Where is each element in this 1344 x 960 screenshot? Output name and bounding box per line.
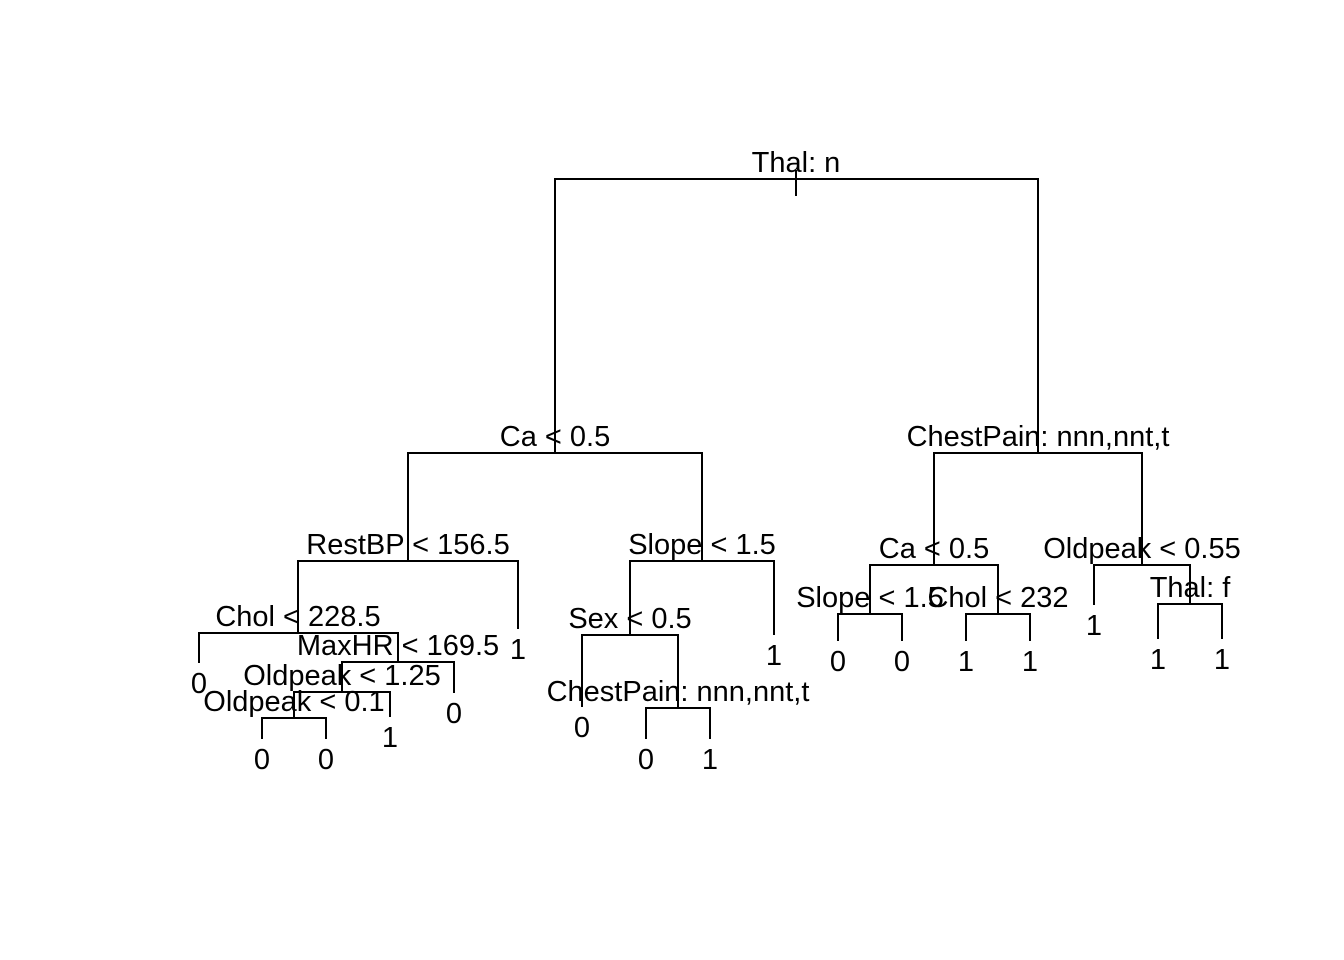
split-label: Chol < 232: [927, 582, 1068, 614]
split-label: Sex < 0.5: [568, 603, 691, 635]
leaf-label: 1: [1086, 610, 1102, 642]
split-label: ChestPain: nnn,nnt,t: [547, 676, 810, 708]
leaf-label: 0: [318, 744, 334, 776]
leaf-label: 0: [191, 668, 207, 700]
split-label: Slope < 1.5: [628, 529, 776, 561]
split-label: Oldpeak < 0.1: [203, 686, 384, 718]
leaf-label: 1: [958, 646, 974, 678]
leaf-label: 1: [766, 640, 782, 672]
tree-edges: [198, 170, 1223, 739]
split-label: ChestPain: nnn,nnt,t: [907, 421, 1170, 453]
leaf-label: 1: [702, 744, 718, 776]
leaf-label: 1: [1214, 644, 1230, 676]
leaf-label: 1: [382, 722, 398, 754]
leaf-label: 1: [510, 634, 526, 666]
leaf-label: 0: [894, 646, 910, 678]
leaf-label: 0: [446, 698, 462, 730]
split-label: Thal: n: [752, 147, 841, 179]
leaf-label: 0: [574, 712, 590, 744]
split-label: MaxHR < 169.5: [297, 630, 499, 662]
leaf-label: 1: [1022, 646, 1038, 678]
split-label: Ca < 0.5: [500, 421, 610, 453]
leaf-label: 0: [830, 646, 846, 678]
leaf-label: 0: [254, 744, 270, 776]
split-label: Slope < 1.5: [796, 582, 944, 614]
split-label: Ca < 0.5: [879, 533, 989, 565]
leaf-label: 1: [1150, 644, 1166, 676]
split-label: RestBP < 156.5: [306, 529, 509, 561]
split-label: Oldpeak < 0.55: [1043, 533, 1241, 565]
split-label: Chol < 228.5: [215, 601, 380, 633]
split-label: Oldpeak < 1.25: [243, 660, 441, 692]
leaf-label: 0: [638, 744, 654, 776]
split-label: Thal: f: [1150, 572, 1232, 604]
